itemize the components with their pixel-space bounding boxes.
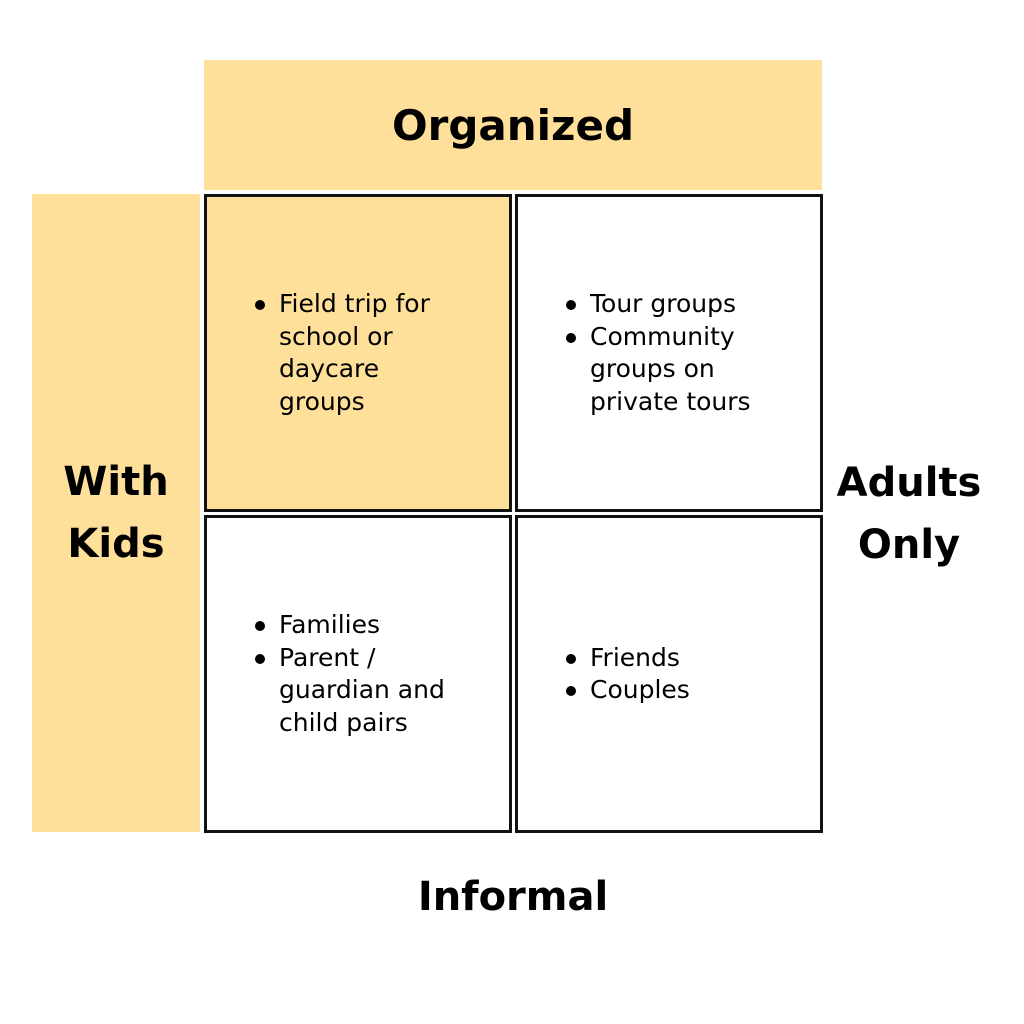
quadrant-informal-adults: Friends Couples xyxy=(515,515,823,833)
list-item: Couples xyxy=(566,674,690,707)
quadrant-list: Friends Couples xyxy=(518,642,690,707)
organized-label: Organized xyxy=(391,100,635,150)
quadrant-organized-adults: Tour groups Community groups on private … xyxy=(515,194,823,512)
quadrant-organized-with-kids: Field trip for school or daycare groups xyxy=(204,194,512,512)
adults-only-label: Adults Only xyxy=(826,452,992,576)
adults-only-line2: Only xyxy=(857,522,961,568)
adults-only-line1: Adults xyxy=(836,460,982,506)
quadrant-list: Tour groups Community groups on private … xyxy=(518,288,780,418)
list-item: Parent / guardian and child pairs xyxy=(255,642,469,740)
organized-band: Organized xyxy=(204,60,822,190)
with-kids-label-line1: With xyxy=(63,459,169,505)
quadrant-list: Field trip for school or daycare groups xyxy=(207,288,469,418)
list-item: Friends xyxy=(566,642,690,675)
list-item: Field trip for school or daycare groups xyxy=(255,288,469,418)
informal-label: Informal xyxy=(417,874,609,920)
with-kids-band: With Kids xyxy=(32,194,200,832)
with-kids-label-line2: Kids xyxy=(67,521,165,567)
quadrant-informal-with-kids: Families Parent / guardian and child pai… xyxy=(204,515,512,833)
list-item: Families xyxy=(255,609,469,642)
list-item: Community groups on private tours xyxy=(566,321,780,419)
quadrant-list: Families Parent / guardian and child pai… xyxy=(207,609,469,739)
list-item: Tour groups xyxy=(566,288,780,321)
